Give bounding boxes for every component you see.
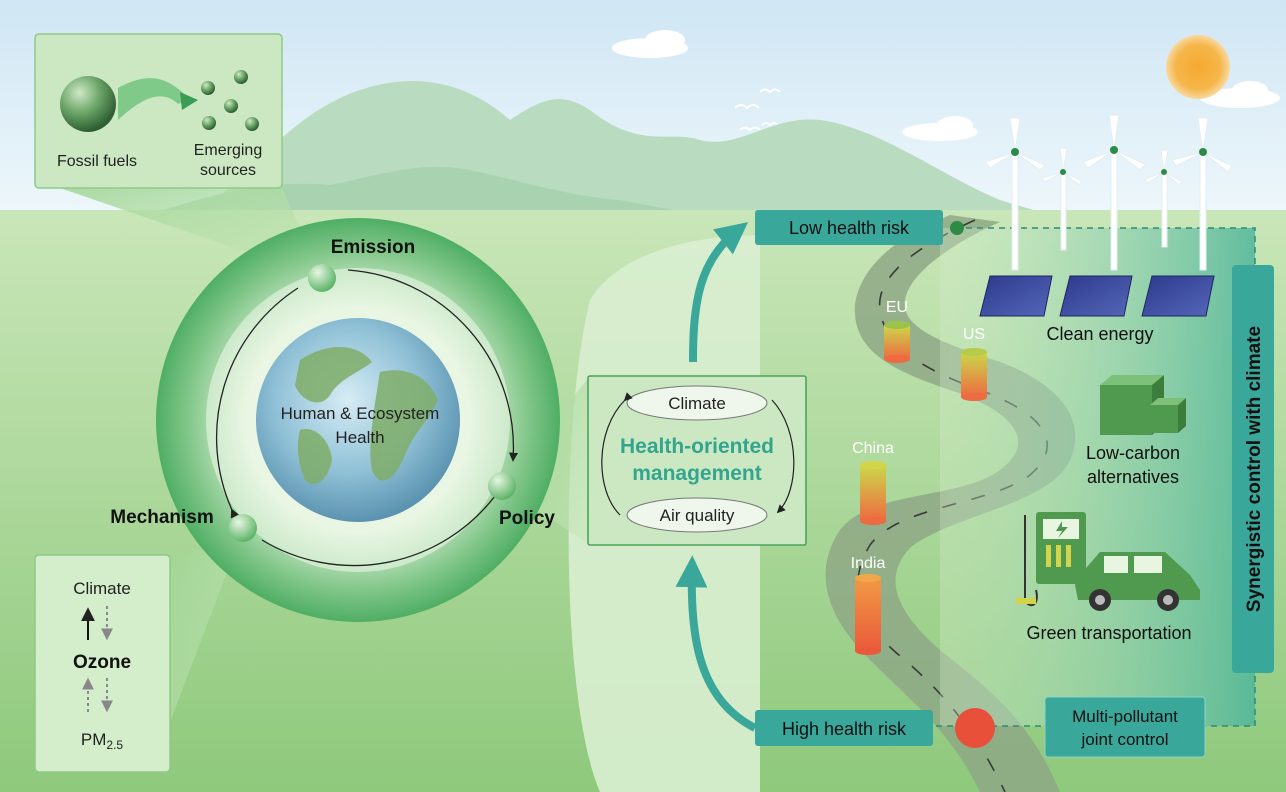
clean-energy-label: Clean energy (1046, 324, 1153, 344)
mgmt-title-2: management (632, 462, 762, 485)
solar-panels-icon (979, 275, 1215, 317)
low-carbon-label-1: Low-carbon (1086, 443, 1180, 463)
india-label: India (851, 555, 886, 572)
synergy-badge: Synergistic control with climate (1232, 265, 1274, 673)
mgmt-title-1: Health-oriented (620, 435, 774, 458)
arrow-from-high-risk (675, 555, 757, 732)
inset-fossil: Fossil fuels Emerging sources (34, 33, 283, 189)
high-risk-label: High health risk (782, 719, 907, 739)
china-label: China (852, 440, 894, 457)
mech-climate-label: Climate (73, 579, 131, 598)
mgmt-arrow-left (601, 392, 633, 516)
arrow-to-low-risk (689, 222, 749, 363)
cylinder-china: China (852, 440, 894, 525)
low-risk-badge: Low health risk (755, 210, 964, 245)
wind-turbines-icon (984, 114, 1233, 271)
synergy-label: Synergistic control with climate (1244, 326, 1265, 612)
policy-node (488, 472, 516, 500)
cycle-arrow-policy-mechanism (261, 487, 504, 567)
globe-label-2: Health (335, 428, 384, 447)
continents (295, 347, 438, 484)
low-risk-dot (950, 221, 964, 235)
mgmt-air-quality-label: Air quality (660, 506, 735, 525)
mgmt-arrow-right (771, 399, 795, 514)
multi-pollutant-label-2: joint control (1081, 730, 1169, 749)
clouds (612, 30, 1280, 141)
emerging-sources-label-1: Emerging (194, 142, 262, 159)
cylinder-eu: EU (884, 299, 910, 363)
us-label: US (963, 326, 985, 343)
health-cycle: Human & Ecosystem Health Emission Policy… (110, 218, 560, 622)
low-risk-label: Low health risk (789, 218, 910, 238)
emerging-sources-label-2: sources (200, 162, 256, 179)
globe-label-1: Human & Ecosystem (281, 404, 440, 423)
mech-ozone-label: Ozone (73, 652, 131, 673)
green-car-icon (1075, 552, 1200, 611)
particles-icon (201, 70, 259, 131)
arrow-head-icon (180, 92, 198, 110)
mech-pm-label: PM2.5 (81, 730, 124, 752)
ev-charger-icon (1016, 512, 1086, 607)
cycle-arrow-emission-policy (347, 269, 519, 462)
emission-node (308, 264, 336, 292)
emission-label: Emission (331, 237, 415, 258)
high-risk-dot (955, 708, 995, 748)
cylinder-us: US (961, 326, 987, 401)
fossil-sphere-icon (60, 76, 116, 132)
mechanism-label: Mechanism (110, 507, 213, 528)
cycle-arrow-mechanism-emission (215, 287, 299, 519)
eu-label: EU (886, 299, 908, 316)
multi-pollutant-box: Multi-pollutant joint control (1044, 696, 1206, 758)
beam-mechanism (170, 530, 243, 722)
cylinder-india: India (851, 555, 886, 655)
fossil-fuels-label: Fossil fuels (57, 153, 137, 170)
multi-pollutant-label-1: Multi-pollutant (1072, 707, 1178, 726)
sun-icon (1166, 35, 1230, 99)
transform-arrow-icon (118, 78, 190, 120)
low-carbon-boxes-icon (1100, 375, 1186, 435)
air-quality-pill (626, 497, 768, 533)
mgmt-climate-label: Climate (668, 394, 726, 413)
policy-label: Policy (499, 508, 555, 529)
high-risk-badge: High health risk (755, 708, 995, 748)
green-transport-label: Green transportation (1026, 623, 1191, 643)
climate-pill (626, 385, 768, 421)
mechanism-node (229, 514, 257, 542)
management-box: Climate Health-oriented management Air q… (587, 375, 807, 546)
low-carbon-label-2: alternatives (1087, 467, 1179, 487)
inset-mechanism: Climate Ozone PM2.5 (34, 554, 171, 773)
